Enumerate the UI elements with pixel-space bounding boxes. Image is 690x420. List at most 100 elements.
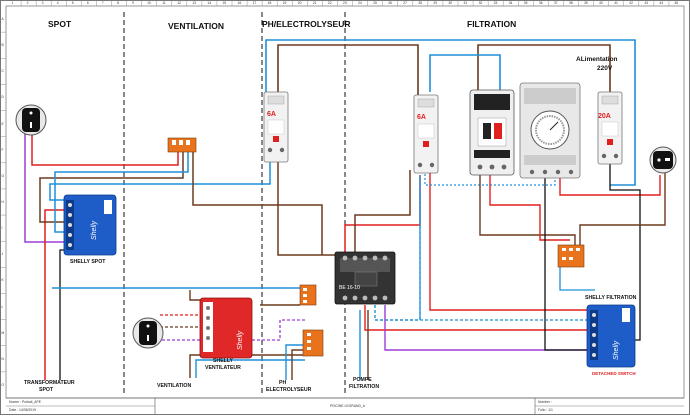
ruler-column-label: 9 [132,1,134,5]
shelly-filtration-module: Shelly [586,304,636,368]
section-ph: PH/ELECTROLYSEUR [262,19,351,29]
wire-blue-dash-shelly [419,175,590,321]
wire-brown-ventout [189,354,305,378]
wire-brown-filt [479,175,576,250]
ruler-row-label: J [1,252,4,257]
ruler-row-label: N [1,356,4,361]
wire-purple-spot [24,120,68,243]
wire-red-filt2 [489,175,570,241]
ventilation-out-label: VENTILATION [157,383,192,389]
shelly-spot-label: SHELLY SPOT [70,259,106,265]
shelly-vent-module: Shelly [199,297,253,359]
ph-out-label-2: ELECTROLYSEUR [266,387,312,393]
ruler-column-label: 32 [478,1,483,5]
ruler-column-label: 39 [584,1,588,5]
breaker-ph [263,91,289,163]
wire-purple-dash [152,319,305,341]
ruler-column-label: 14 [207,1,212,5]
ruler-column-label: 1 [11,1,14,5]
shelly-spot-module: Shelly [63,194,117,256]
wire-red-filt [429,170,590,311]
ruler-column-label: 29 [433,1,438,5]
ruler-column-label: 5 [71,1,74,5]
ruler-column-label: 23 [343,1,347,5]
shelly-filtration-label: SHELLY FILTRATION [585,295,637,301]
ruler-column-label: 28 [418,1,422,5]
ruler-column-label: 21 [312,1,317,5]
ruler-column-label: 13 [192,1,196,5]
ruler-column-label: 11 [162,1,166,5]
ruler-row-label: G [1,173,5,178]
wire-black-filt [544,175,595,351]
ruler-row-label: O [1,382,5,387]
breaker-filtration [413,94,439,174]
wago-vent [299,284,317,306]
spot-rocker-switch [15,104,47,136]
ruler-column-label: 24 [358,1,362,5]
ruler-row-label: K [1,278,4,283]
ruler-column-label: 3 [41,1,44,5]
ruler-row-label: B [1,43,4,48]
wire-brown-switch [579,170,666,250]
wire-red-contactor2 [364,305,590,331]
shelly-vent-label-1: SHELLY [213,358,233,364]
ruler-column-label: 6 [86,1,89,5]
breaker-main [597,91,623,165]
section-spot: SPOT [48,19,72,29]
ruler-column-label: 37 [553,1,558,5]
wire-brown-vent [192,150,323,255]
ruler-row-label: H [1,200,4,204]
detached-switch-label: DETACHED SWITCH [592,371,636,376]
ruler-column-label: 33 [493,1,498,5]
motor-breaker [469,89,515,176]
ruler-column-label: 18 [267,1,272,5]
ruler-column-label: 12 [177,1,181,5]
section-ventilation: VENTILATION [168,21,225,31]
wire-brown-top [277,44,419,95]
ruler-column-label: 4 [56,1,59,5]
wire-blue-spot [54,150,189,233]
wire-brown-top2 [477,44,611,92]
ruler-column-label: 44 [659,1,664,5]
ruler-column-label: 16 [237,1,242,5]
transfo-label-2: SPOT [39,387,54,393]
breaker-filtration-rating: 6A [417,114,426,121]
ruler-column-label: 17 [252,1,257,5]
ruler-row-label: A [1,17,4,22]
title-right-a: Number : [538,400,552,404]
vent-rocker-switch [132,317,164,349]
ruler-ticks [0,0,670,373]
wire-blue-spot2 [49,160,271,201]
ruler-column-label: 26 [388,1,392,5]
ruler-column-label: 35 [523,1,528,5]
pompe-label-2: FILTRATION [349,384,380,390]
ruler-column-label: 34 [508,1,513,5]
wire-black-switch [609,160,641,341]
ruler-column-label: 38 [569,1,573,5]
ruler-row-label: F [1,147,4,152]
ruler-column-label: 41 [614,1,618,5]
title-right-b: Folio : 1/1 [538,408,553,412]
ruler-column-label: 22 [327,1,332,5]
ruler-column-label: 2 [26,1,29,5]
ruler-row-label: L [1,304,4,309]
ruler-row-label: E [1,121,4,126]
section-filtration: FILTRATION [467,19,517,29]
wire-blue-top [265,39,636,186]
pompe-label-1: POMPE [353,377,372,383]
filtration-rocker-switch [649,146,677,174]
ruler-column-label: 45 [674,1,679,5]
wire-red-transfo [44,209,68,380]
wire-brown-contactor [354,170,411,255]
wire-blue-top2 [429,54,501,92]
breaker-main-rating: 20A [598,113,611,120]
ruler-row-label: D [1,95,4,100]
ruler-row-label: C [1,69,4,74]
contactor-label: BE 16-10 [339,285,360,291]
breaker-ph-rating: 6A [267,111,276,118]
ruler-column-label: 36 [538,1,543,5]
wire-red-spot [31,125,179,166]
ruler-column-label: 20 [297,1,302,5]
ruler-column-label: 27 [403,1,407,5]
